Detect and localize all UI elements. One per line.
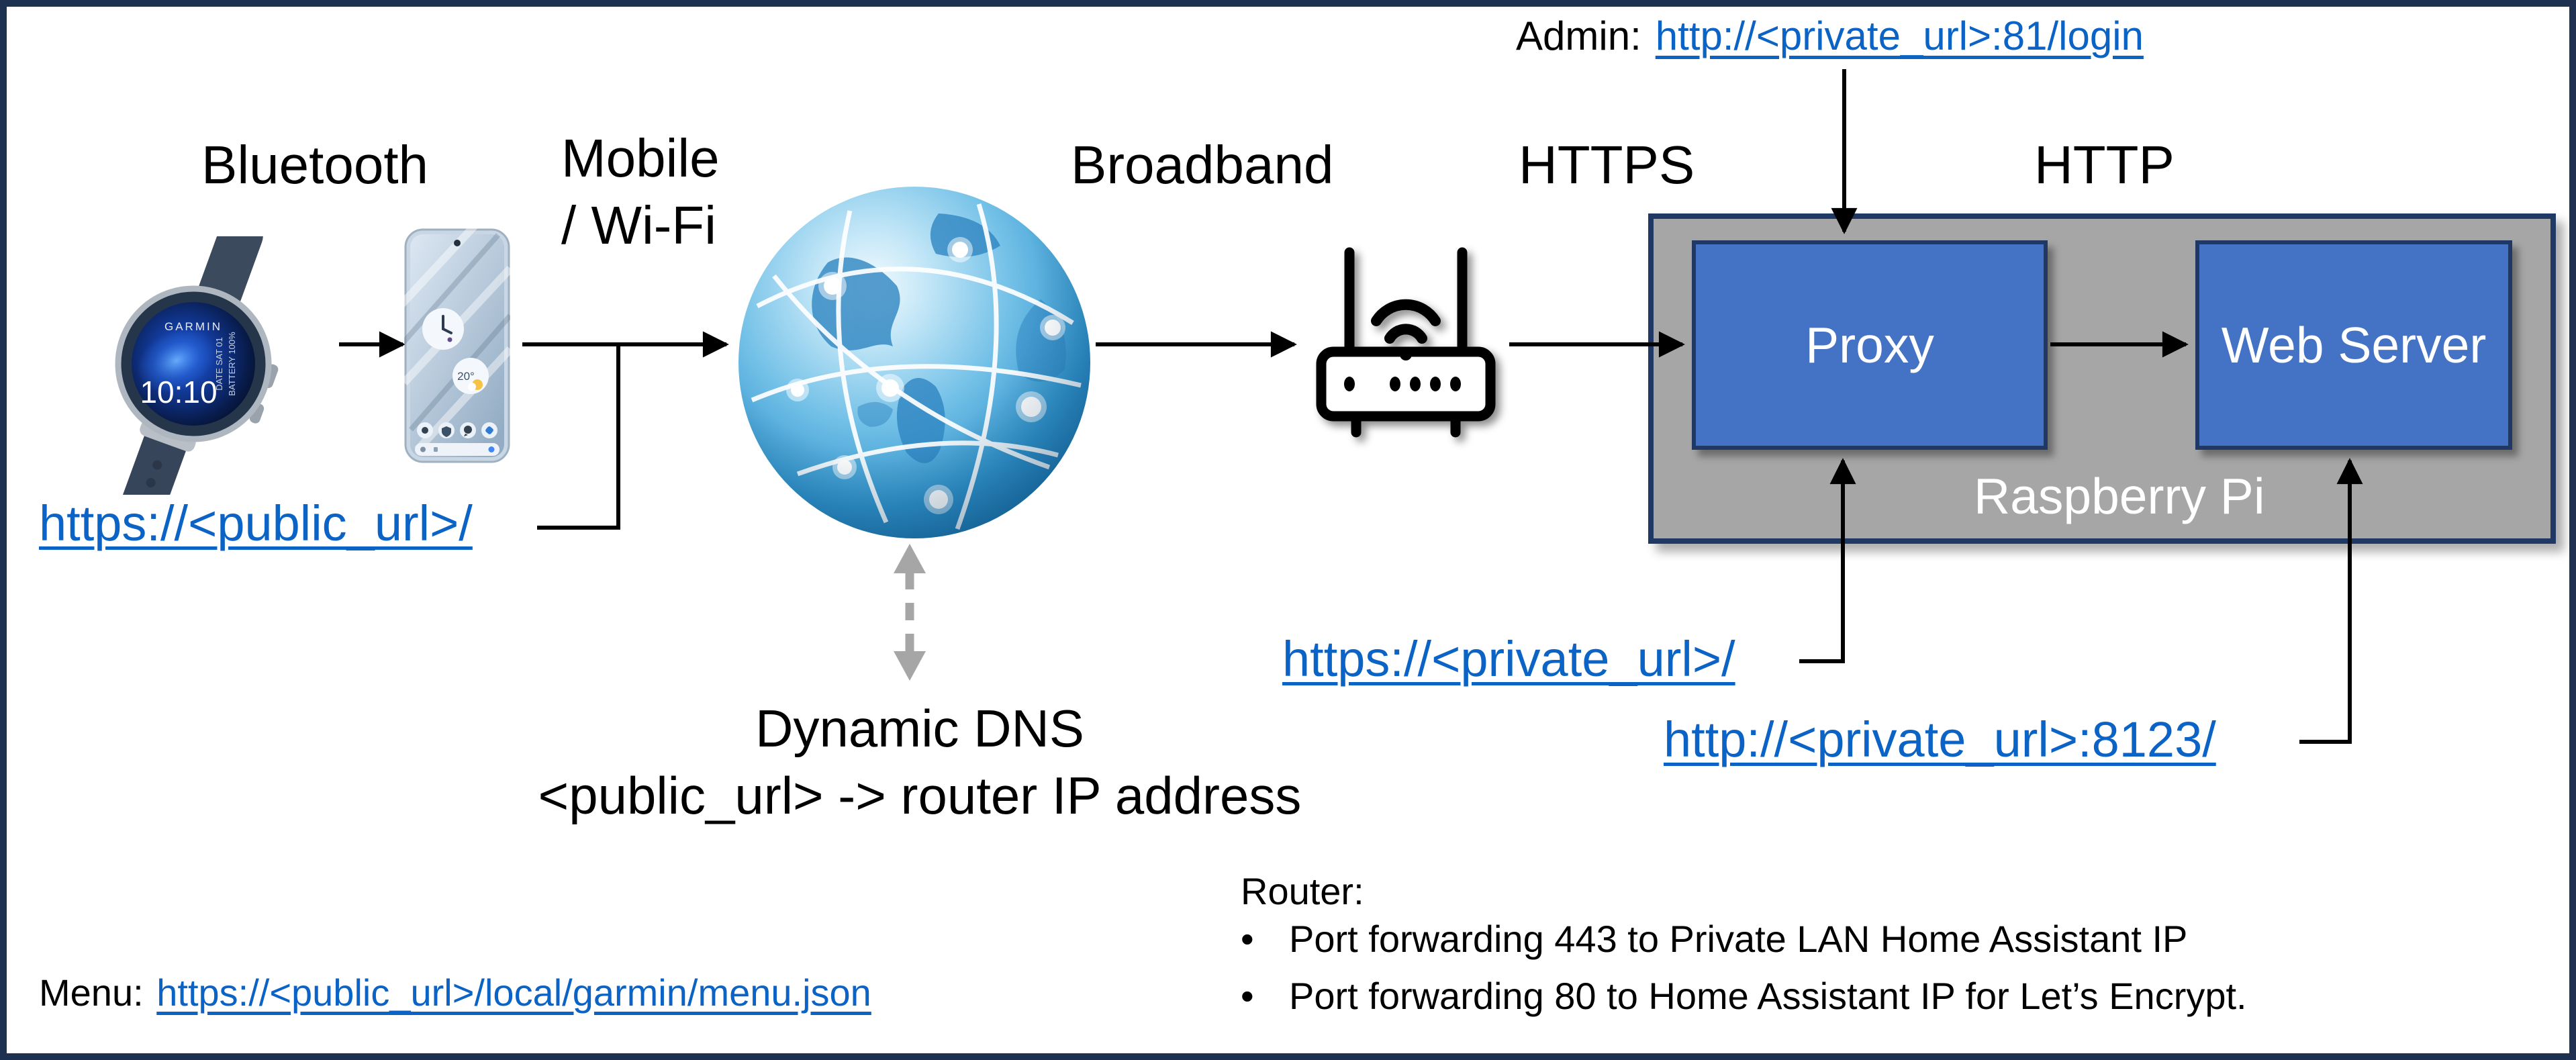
smartphone-icon: 20° [404,228,510,463]
phone-weather-widget: 20° [452,358,489,394]
admin-url-link[interactable]: http://<private_url>:81/login [1655,13,2144,58]
dynamic-dns-double-arrow-icon [894,544,926,681]
proxy-node-label: Proxy [1805,317,1934,373]
private-https-url-link[interactable]: https://<private_url>/ [1282,631,1735,687]
garmin-watch-icon: GARMIN 10:10 DATE SAT 01 BATTERY 100% [115,236,279,495]
https-label: HTTPS [1519,135,1695,195]
watch-time-text: 10:10 [140,375,217,409]
phone-search-bar [415,443,499,456]
admin-url-line: Admin: http://<private_url>:81/login [1516,16,2144,56]
menu-prefix-label: Menu: [39,971,144,1014]
wifi-icon [1371,299,1441,344]
web-server-node-label: Web Server [2221,317,2487,373]
web-server-node: Web Server [2195,240,2512,450]
router-icon [1316,247,1496,438]
router-notes-title: Router: [1241,870,1364,912]
phone-app-icons-row [417,422,497,438]
mobile-wifi-label-line2: / Wi-Fi [561,195,717,255]
router-note-item: • Port forwarding 443 to Private LAN Hom… [1241,920,2187,958]
router-note-text-1: Port forwarding 443 to Private LAN Home … [1289,918,2188,960]
phone-clock-widget [422,308,464,350]
bullet-marker: • [1241,918,1254,960]
phone-screen [410,234,504,457]
mobile-wifi-label-line1: Mobile [561,128,720,188]
internet-globe-icon [738,187,1090,538]
bullet-marker: • [1241,975,1254,1017]
connector-public-url-elbow [537,344,620,530]
watch-battery-text: BATTERY 100% [227,332,237,396]
http-label: HTTP [2034,135,2175,195]
bluetooth-label: Bluetooth [201,135,429,195]
menu-url-line: Menu: https://<public_url>/local/garmin/m… [39,974,871,1012]
proxy-node: Proxy [1692,240,2048,450]
dynamic-dns-label: Dynamic DNS <public_url> -> router IP ad… [524,695,1316,829]
phone-camera-punch-hole [454,240,461,246]
phone-weather-temp-text: 20° [457,370,475,383]
router-note-text-2: Port forwarding 80 to Home Assistant IP … [1289,975,2247,1017]
mobile-wifi-label: Mobile / Wi-Fi [561,125,720,259]
router-leds [1344,377,1461,391]
dynamic-dns-label-line1: Dynamic DNS [755,699,1084,758]
watch-date-text: DATE SAT 01 [214,337,224,390]
watch-brand-text: GARMIN [164,320,222,333]
admin-prefix-label: Admin: [1516,13,1641,58]
dynamic-dns-label-line2: <public_url> -> router IP address [538,766,1302,825]
menu-url-link[interactable]: https://<public_url>/local/garmin/menu.j… [156,971,871,1014]
private-http-url-link[interactable]: http://<private_url>:8123/ [1664,712,2216,767]
broadband-label: Broadband [1071,135,1334,195]
raspberry-pi-label: Raspberry Pi [1974,468,2265,524]
router-note-item: • Port forwarding 80 to Home Assistant I… [1241,977,2247,1015]
public-url-link[interactable]: https://<public_url>/ [39,495,473,551]
